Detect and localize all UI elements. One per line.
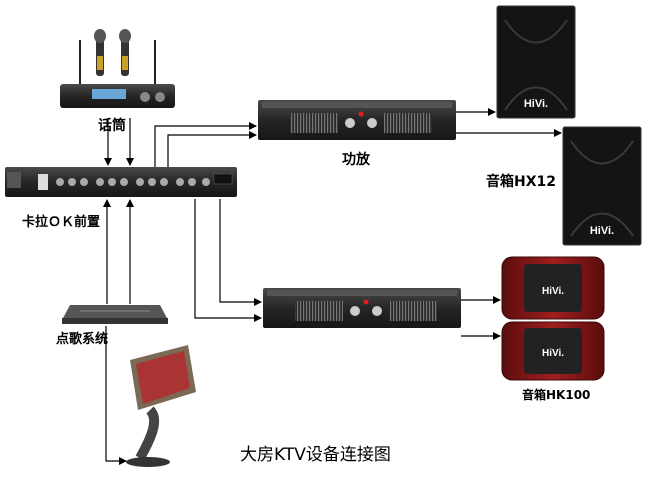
- arrow-preamp-to-amp-4: [219, 199, 262, 306]
- label-speaker-hk100: 音箱HK100: [522, 388, 591, 402]
- speaker-hk100-top: HiVi.: [501, 256, 605, 320]
- speaker-hx12-bottom: HiVi.: [562, 126, 642, 246]
- amplifier-top: [258, 100, 456, 140]
- arrow-song-to-kiosk: [105, 326, 127, 465]
- label-song-system: 点歌系统: [56, 332, 109, 347]
- arrow-preamp-to-amp-2: [167, 131, 257, 167]
- diagram-title: 大房KTV设备连接图: [240, 445, 391, 465]
- hx12-bottom-logo: HiVi.: [590, 225, 614, 237]
- arrow-preamp-to-amp-3: [194, 199, 262, 322]
- label-karaoke-preamp: 卡拉ＯＫ前置: [22, 215, 101, 230]
- hk100-top-logo: HiVi.: [542, 286, 564, 297]
- amplifier-bottom: [263, 288, 461, 328]
- connection-lines: [103, 108, 562, 465]
- hk100-bottom-logo: HiVi.: [542, 348, 564, 359]
- touch-screen-kiosk: [126, 345, 196, 467]
- song-system-unit: [62, 305, 168, 324]
- label-microphone: 话筒: [98, 118, 126, 134]
- label-speaker-hx12: 音箱HX12: [486, 174, 556, 190]
- wireless-microphone-receiver: [60, 29, 175, 108]
- karaoke-preamp-unit: [5, 167, 237, 197]
- speaker-hx12-top: HiVi.: [496, 5, 576, 119]
- hx12-top-logo: HiVi.: [524, 98, 548, 110]
- arrow-preamp-to-amp-1: [154, 122, 257, 167]
- label-amplifier: 功放: [342, 152, 370, 168]
- speaker-hk100-bottom: HiVi.: [501, 321, 605, 381]
